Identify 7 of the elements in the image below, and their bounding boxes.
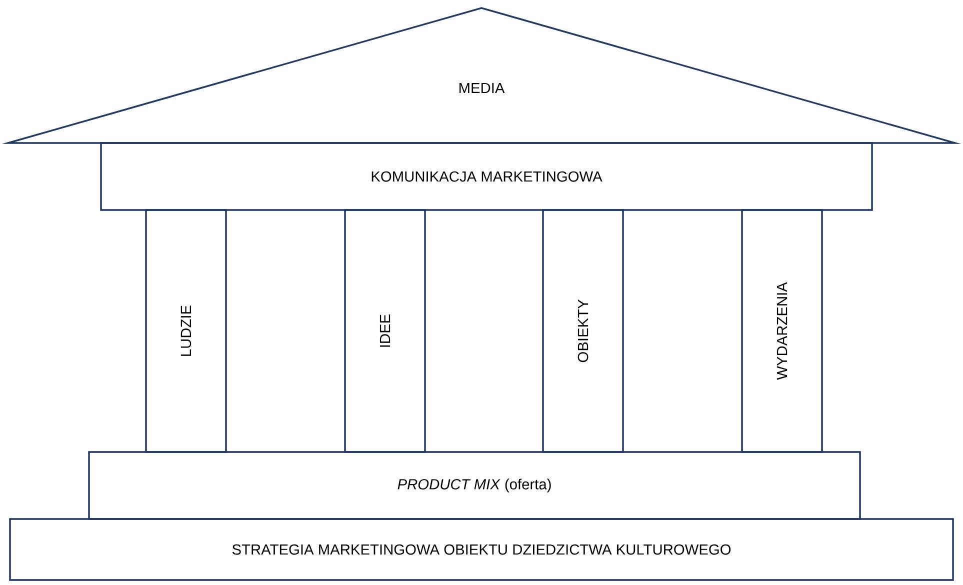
pillar-box: LUDZIE	[145, 209, 227, 453]
pillar-box: IDEE	[344, 209, 426, 453]
layer-box: STRATEGIA MARKETINGOWA OBIEKTU DZIEDZICTWA KULTUROWEGO	[9, 518, 954, 581]
layer-box: KOMUNIKACJA MARKETINGOWA	[100, 142, 873, 211]
layer-box: PRODUCT MIX (oferta)	[88, 451, 861, 520]
pillar-box: OBIEKTY	[542, 209, 624, 453]
pillar-box: WYDARZENIA	[741, 209, 823, 453]
